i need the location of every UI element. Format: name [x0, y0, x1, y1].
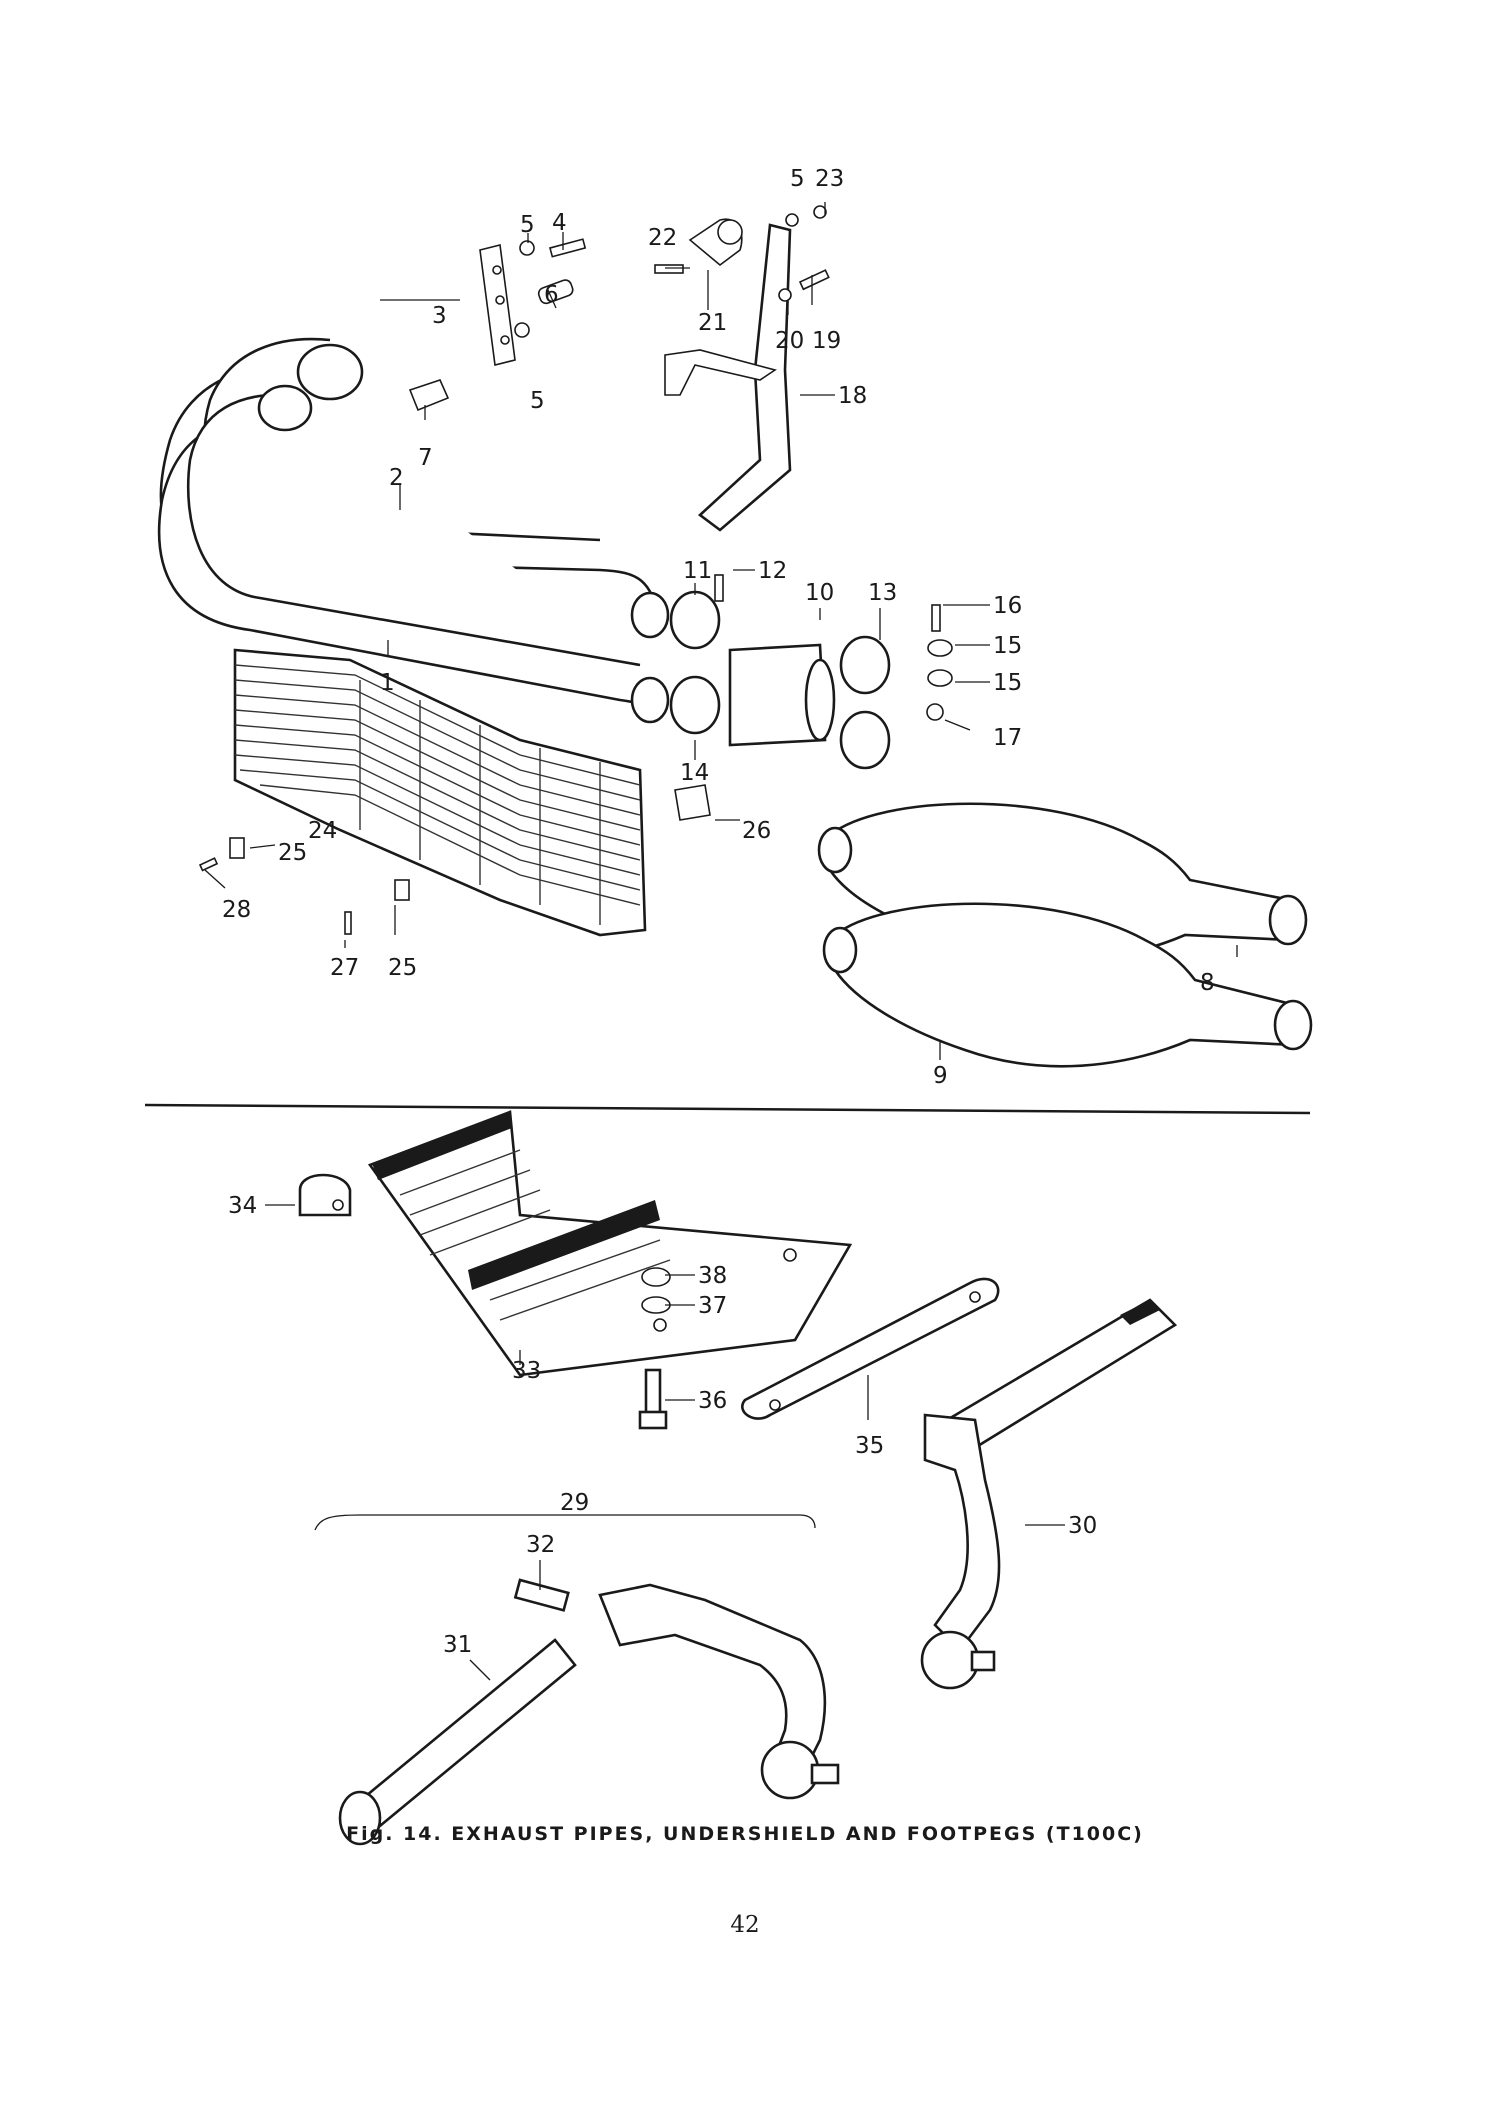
- callout-6: 6: [544, 282, 559, 308]
- figure-caption: Fig. 14. EXHAUST PIPES, UNDERSHIELD AND …: [346, 1823, 1144, 1845]
- callout-36: 36: [698, 1388, 727, 1414]
- callout-13: 13: [868, 580, 897, 606]
- callout-17: 17: [993, 725, 1022, 751]
- callout-16: 16: [993, 593, 1022, 619]
- callout-19: 19: [812, 328, 841, 354]
- rear-stay: [664, 223, 792, 532]
- callout-30: 30: [1068, 1513, 1097, 1539]
- footpeg-left: [338, 1578, 840, 1846]
- shield-fasteners: [638, 1267, 671, 1430]
- section-divider: [144, 1103, 1311, 1115]
- clamp-bracket: [688, 218, 743, 267]
- callout-23: 23: [815, 166, 844, 192]
- callout-26: 26: [742, 818, 771, 844]
- callout-35: 35: [855, 1433, 884, 1459]
- callout-8: 8: [1200, 970, 1215, 996]
- strap: [741, 1277, 1000, 1420]
- callout-15b: 15: [993, 670, 1022, 696]
- leader-lines: [204, 202, 1238, 1681]
- callout-38: 38: [698, 1263, 727, 1289]
- callout-5a: 5: [520, 212, 535, 238]
- callout-5c: 5: [790, 166, 805, 192]
- callout-28: 28: [222, 897, 251, 923]
- callout-12: 12: [758, 558, 787, 584]
- footpeg-right: [920, 1298, 1178, 1690]
- callout-37: 37: [698, 1293, 727, 1319]
- front-bracket: [479, 244, 516, 366]
- callout-18: 18: [838, 383, 867, 409]
- undershield: [367, 1110, 853, 1377]
- callout-31: 31: [443, 1632, 472, 1658]
- small-fasteners: [198, 205, 953, 935]
- page-number: 42: [730, 1912, 760, 1938]
- callout-3: 3: [432, 303, 447, 329]
- silencer-lower: [822, 902, 1313, 1068]
- balance-pipe: [728, 643, 836, 747]
- clip: [298, 1173, 352, 1217]
- callout-15a: 15: [993, 633, 1022, 659]
- callout-25a: 25: [278, 840, 307, 866]
- pipe-clips: [839, 635, 891, 770]
- callout-4: 4: [552, 210, 567, 236]
- callout-1: 1: [380, 670, 395, 696]
- group-bracket: [314, 1514, 816, 1531]
- callout-24: 24: [308, 818, 337, 844]
- callout-27: 27: [330, 955, 359, 981]
- callout-14: 14: [680, 760, 709, 786]
- callout-29: 29: [560, 1490, 589, 1516]
- heat-shield: [233, 648, 647, 937]
- callout-22: 22: [648, 225, 677, 251]
- callout-5b: 5: [530, 388, 545, 414]
- callout-7: 7: [418, 445, 433, 471]
- callout-20: 20: [775, 328, 804, 354]
- callout-32: 32: [526, 1532, 555, 1558]
- callout-2: 2: [389, 465, 404, 491]
- callout-34: 34: [228, 1193, 257, 1219]
- callout-33: 33: [512, 1358, 541, 1384]
- clamp-upper: [669, 590, 721, 735]
- callout-10: 10: [805, 580, 834, 606]
- callout-11: 11: [683, 558, 712, 584]
- callout-labels: 1 2 3 4 5 5 5 6 7 8 9 10 11 12 13 14 15 …: [222, 166, 1215, 1658]
- exhaust-pipe-lower: [157, 384, 661, 716]
- exhaust-pipe-ends: [630, 591, 670, 724]
- callout-25b: 25: [388, 955, 417, 981]
- callout-9: 9: [933, 1063, 948, 1089]
- callout-21: 21: [698, 310, 727, 336]
